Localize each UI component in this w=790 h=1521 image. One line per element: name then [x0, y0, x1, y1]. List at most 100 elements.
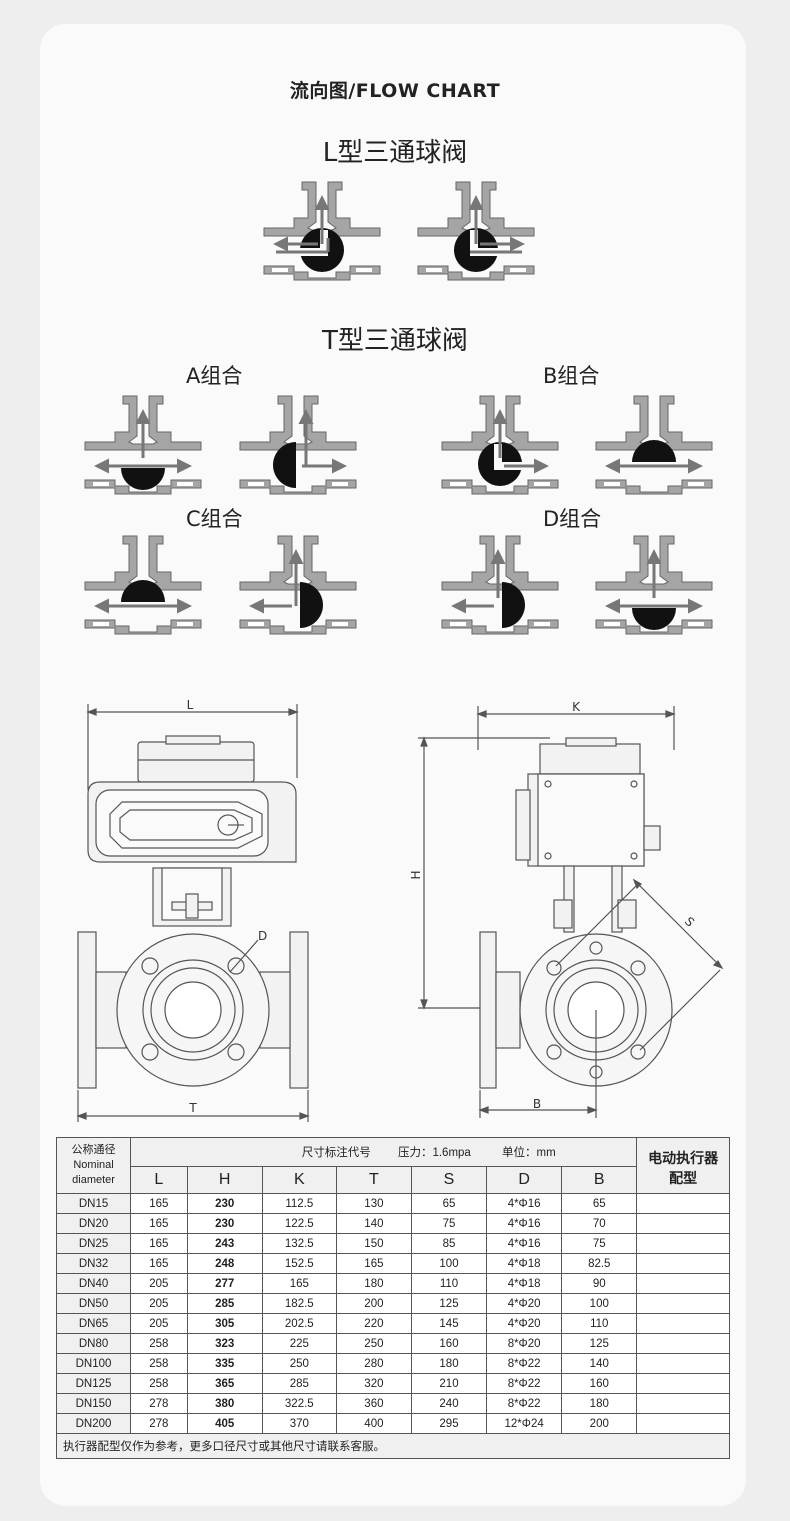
col-header-T: T: [335, 1166, 412, 1194]
table-cell: 140: [561, 1353, 638, 1374]
dim-H-label: H: [409, 870, 423, 879]
l-valve-right: [417, 181, 535, 281]
actuator-header: 电动执行器 配型: [636, 1137, 730, 1194]
table-cell: 4*Φ18: [486, 1253, 563, 1274]
table-cell: 405: [186, 1413, 263, 1434]
table-cell: 250: [261, 1353, 337, 1374]
table-cell: 150: [335, 1233, 412, 1254]
col-nominal-cn: 公称通径: [71, 1144, 116, 1156]
t-type-heading: T型三通球阀: [322, 326, 468, 356]
table-cell: DN150: [55, 1393, 132, 1414]
l-valve-left: [263, 181, 381, 281]
actuator-cell: [636, 1233, 730, 1254]
table-cell: 8*Φ22: [486, 1353, 563, 1374]
l-type-heading: L型三通球阀: [322, 138, 468, 168]
table-cell: 130: [335, 1193, 412, 1214]
table-cell: 322.5: [261, 1393, 337, 1414]
table-cell: 65: [410, 1193, 488, 1214]
table-cell: 4*Φ18: [486, 1273, 563, 1294]
pressure-label: 压力：1.6mpa: [397, 1147, 471, 1159]
table-cell: 4*Φ20: [486, 1293, 563, 1314]
table-cell: 132.5: [261, 1233, 337, 1254]
table-cell: 125: [561, 1333, 638, 1354]
table-cell: DN50: [55, 1293, 132, 1314]
dim-T-label: T: [188, 1101, 197, 1115]
table-cell: 70: [561, 1213, 638, 1234]
table-cell: DN40: [55, 1273, 132, 1294]
table-cell: 240: [410, 1393, 488, 1414]
col-header-S: S: [410, 1166, 488, 1194]
table-cell: DN200: [55, 1413, 132, 1434]
page-title: 流向图/FLOW CHART: [289, 80, 501, 102]
group-a-label: A组合: [186, 364, 243, 388]
a-valve-2: [239, 395, 357, 495]
table-cell: 278: [130, 1393, 188, 1414]
actuator-cell: [636, 1333, 730, 1354]
dim-S-label: S: [682, 914, 697, 929]
table-cell: 210: [410, 1373, 488, 1394]
actuator-cell: [636, 1213, 730, 1234]
table-cell: 125: [410, 1293, 488, 1314]
spec-table: 公称通径 Nominal diameter 尺寸标注代号 压力：1.6mpa 单…: [55, 1137, 730, 1459]
table-cell: 4*Φ16: [486, 1213, 563, 1234]
table-cell: 323: [186, 1333, 263, 1354]
table-cell: 65: [561, 1193, 638, 1214]
table-cell: 250: [335, 1333, 412, 1354]
table-cell: 180: [561, 1393, 638, 1414]
table-cell: 110: [410, 1273, 488, 1294]
table-cell: 370: [261, 1413, 337, 1434]
dim-L-label: L: [187, 698, 194, 712]
table-cell: 205: [130, 1293, 188, 1314]
table-cell: 295: [410, 1413, 488, 1434]
table-cell: 85: [410, 1233, 488, 1254]
table-cell: 110: [561, 1313, 638, 1334]
table-cell: 285: [186, 1293, 263, 1314]
table-cell: 258: [130, 1353, 188, 1374]
table-cell: 335: [186, 1353, 263, 1374]
table-cell: DN25: [55, 1233, 132, 1254]
actuator-cell: [636, 1193, 730, 1214]
actuator-header-1: 电动执行器: [648, 1150, 719, 1166]
unit-label: 单位：mm: [502, 1147, 556, 1159]
actuator-cell: [636, 1273, 730, 1294]
table-cell: 160: [561, 1373, 638, 1394]
actuator-cell: [636, 1413, 730, 1434]
dim-K-label: K: [572, 700, 581, 714]
col-nominal-en2: diameter: [72, 1174, 115, 1186]
actuator-cell: [636, 1313, 730, 1334]
table-cell: DN100: [55, 1353, 132, 1374]
table-cell: 380: [186, 1393, 263, 1414]
table-cell: 75: [410, 1213, 488, 1234]
flow-chart-diagrams: [84, 181, 713, 635]
table-cell: 230: [186, 1193, 263, 1214]
table-cell: 205: [130, 1313, 188, 1334]
b-valve-2: [595, 395, 713, 495]
d-valve-2: [595, 535, 713, 635]
table-cell: 230: [186, 1213, 263, 1234]
table-cell: 140: [335, 1213, 412, 1234]
table-cell: 280: [335, 1353, 412, 1374]
table-cell: 12*Φ24: [486, 1413, 563, 1434]
table-cell: 200: [335, 1293, 412, 1314]
spec-header-bar: 尺寸标注代号 压力：1.6mpa 单位：mm: [130, 1137, 638, 1167]
col-header-L: L: [130, 1166, 188, 1194]
note-row: 执行器配型仅作为参考，更多口径尺寸或其他尺寸请联系客服。: [56, 1433, 730, 1459]
table-cell: 277: [186, 1273, 263, 1294]
c-valve-1: [84, 535, 202, 635]
spec-header: 尺寸标注代号: [301, 1147, 371, 1159]
actuator-cell: [636, 1293, 730, 1314]
group-b-label: B组合: [543, 364, 600, 388]
group-d-label: D组合: [543, 507, 602, 531]
table-cell: 243: [186, 1233, 263, 1254]
table-cell: 75: [561, 1233, 638, 1254]
table-cell: 100: [561, 1293, 638, 1314]
table-cell: 8*Φ22: [486, 1373, 563, 1394]
table-cell: DN125: [55, 1373, 132, 1394]
